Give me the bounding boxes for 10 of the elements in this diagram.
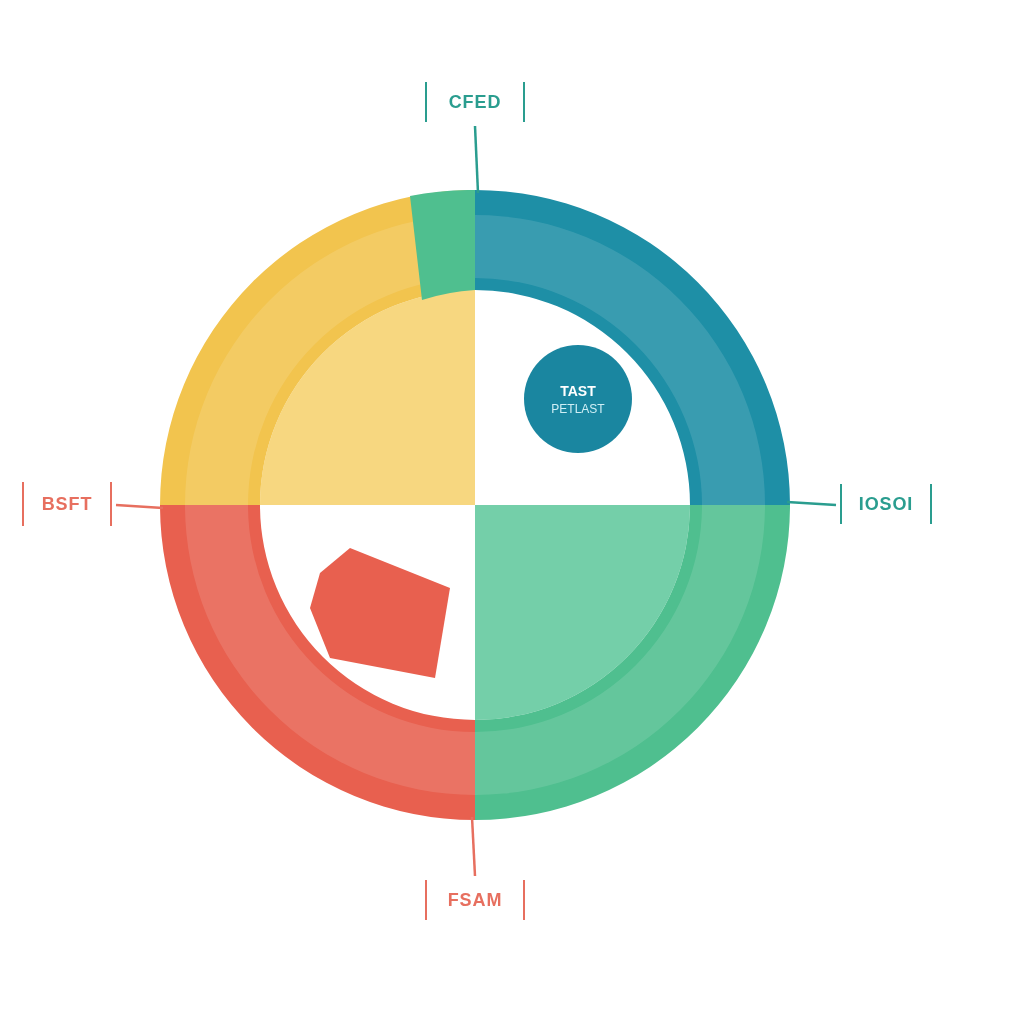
badge-text: PETLAST [551,401,605,417]
leader-line [473,125,480,194]
leader-line [115,503,164,510]
bracket-label: CFED [425,82,525,122]
bracket-label: FSAM [425,880,525,920]
badge-text: TAST [560,382,596,401]
bracket-label: IOSOI [840,484,932,524]
leader-line [786,500,837,507]
bracket-label: BSFT [22,482,112,526]
leader-line [470,816,477,877]
